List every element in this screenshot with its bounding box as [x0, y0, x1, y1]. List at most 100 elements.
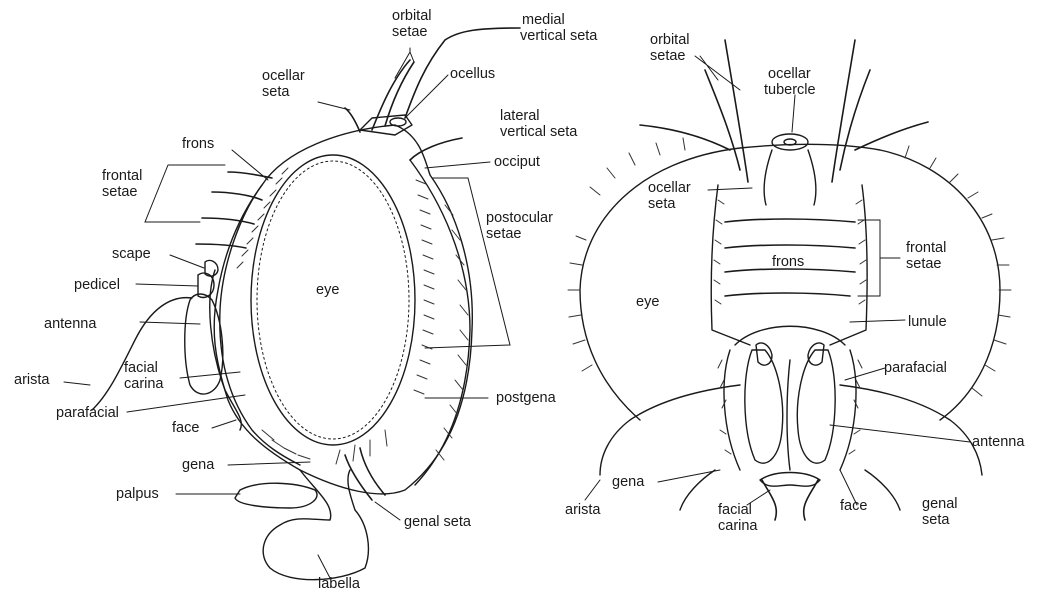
lunule-arc [735, 326, 845, 345]
orbital-seta-right-2 [840, 70, 870, 170]
leader-ocellus-lateral [405, 75, 448, 118]
eye-inner-rim [257, 161, 409, 439]
leader-lunule [850, 320, 905, 322]
gena-right-curve [865, 470, 900, 510]
label-face-lateral: face [172, 420, 199, 436]
leader-ocellar-seta-lateral [318, 102, 350, 110]
frontal-seta-4 [196, 244, 246, 248]
vertical-seta-right-outer [855, 122, 928, 150]
label-scape: scape [112, 246, 151, 262]
ocellar-tubercle-shape [772, 134, 808, 150]
leader-facial-carina-lateral [180, 372, 240, 378]
arista-right-frontal [840, 385, 982, 475]
gena-left-curve [680, 470, 715, 510]
label-medial-vertical-seta-2: vertical seta [520, 28, 598, 44]
label-genal-seta-lateral: genal seta [404, 514, 472, 530]
postocular-bristles [414, 180, 434, 394]
label-orbital-setae-lateral-2: setae [392, 24, 427, 40]
label-ocellar-seta-frontal-1: ocellar [648, 180, 691, 196]
leader-labella [318, 555, 330, 578]
pedicel-left-frontal [756, 343, 772, 365]
label-facial-carina-lateral-1: facial [124, 360, 158, 376]
ocellus-lateral [390, 118, 406, 126]
label-frons-lateral: frons [182, 136, 214, 152]
proboscis-shape [263, 470, 368, 580]
frontal-setae-bracket-frontal [858, 220, 900, 296]
label-gena-lateral: gena [182, 457, 215, 473]
leader-ocellar-tubercle [792, 95, 795, 132]
frontal-view [568, 40, 1011, 520]
frontal-seta-3 [202, 218, 254, 224]
parafacial-bristles [718, 360, 862, 454]
leader-frons-lateral [232, 150, 268, 180]
label-ocellar-tubercle-2: tubercle [764, 82, 816, 98]
label-postocular-setae-1: postocular [486, 210, 553, 226]
pedicel-right-frontal [808, 343, 824, 365]
orbital-seta-left-1 [725, 40, 748, 182]
label-frontal-setae-frontal-1: frontal [906, 240, 946, 256]
label-arista-lateral: arista [14, 372, 50, 388]
label-ocellus-lateral: ocellus [450, 66, 495, 82]
label-postgena: postgena [496, 390, 557, 406]
ocellar-triangle [764, 150, 816, 205]
label-parafacial-frontal: parafacial [884, 360, 947, 376]
label-ocellar-seta-lateral-2: seta [262, 84, 290, 100]
label-eye-frontal: eye [636, 294, 659, 310]
ocellar-seta-lateral [345, 108, 360, 132]
leader-genal-seta-lateral [375, 502, 400, 520]
label-ocellar-seta-frontal-2: seta [648, 196, 676, 212]
label-face-frontal: face [840, 498, 867, 514]
face-outline [724, 350, 856, 470]
leader-gena-frontal [658, 470, 720, 482]
compound-eye-lateral [251, 155, 415, 445]
label-frons-frontal: frons [772, 254, 804, 270]
vertical-seta-left-outer [640, 125, 730, 150]
leader-antenna-lateral [140, 322, 200, 324]
leader-occiput [425, 162, 490, 168]
orbital-seta-right-1 [832, 40, 855, 182]
label-facial-carina-frontal-2: carina [718, 518, 758, 534]
label-medial-vertical-seta-1: medial [522, 12, 565, 28]
leader-orbital-setae-frontal [695, 56, 740, 90]
antenna-right-frontal [797, 350, 835, 463]
arista-left-frontal [600, 385, 740, 475]
label-gena-frontal: gena [612, 474, 645, 490]
frons-bristle-row [237, 168, 288, 268]
frontal-setae-bracket [145, 165, 225, 222]
label-lateral-vertical-seta-2: vertical seta [500, 124, 578, 140]
palpus-shape [235, 483, 317, 508]
leader-face-lateral [212, 420, 236, 428]
epistoma [760, 473, 820, 487]
label-parafacial-lateral: parafacial [56, 405, 119, 421]
compound-eye-frontal [580, 144, 1000, 420]
label-postocular-setae-2: setae [486, 226, 521, 242]
label-facial-carina-lateral-2: carina [124, 376, 164, 392]
label-ocellar-tubercle-1: ocellar [768, 66, 811, 82]
frontal-seta-1 [228, 172, 272, 178]
antenna-shape [185, 294, 223, 394]
leader-arista-frontal [585, 480, 600, 500]
label-lateral-vertical-seta-1: lateral [500, 108, 540, 124]
label-frontal-setae-lateral-1: frontal [102, 168, 142, 184]
label-genal-seta-frontal-1: genal [922, 496, 957, 512]
label-ocellar-seta-lateral-1: ocellar [262, 68, 305, 84]
frons-bristles-frontal [714, 200, 866, 304]
label-pedicel: pedicel [74, 277, 120, 293]
label-antenna-frontal: antenna [972, 434, 1025, 450]
label-antenna-lateral: antenna [44, 316, 97, 332]
parafacial-strip [220, 185, 300, 465]
label-eye-lateral: eye [316, 282, 339, 298]
leader-ocellar-seta-frontal [708, 188, 752, 190]
facial-carina-edge [210, 270, 242, 430]
label-orbital-setae-lateral-1: orbital [392, 8, 432, 24]
label-orbital-setae-frontal-1: orbital [650, 32, 690, 48]
leader-parafacial-frontal [845, 368, 885, 380]
occiput-edge [410, 160, 470, 485]
label-frontal-setae-frontal-2: setae [906, 256, 941, 272]
label-lunule: lunule [908, 314, 947, 330]
lateral-vertical-seta-line [410, 138, 462, 160]
arista-lateral [92, 298, 192, 410]
label-labella: labella [318, 576, 361, 592]
